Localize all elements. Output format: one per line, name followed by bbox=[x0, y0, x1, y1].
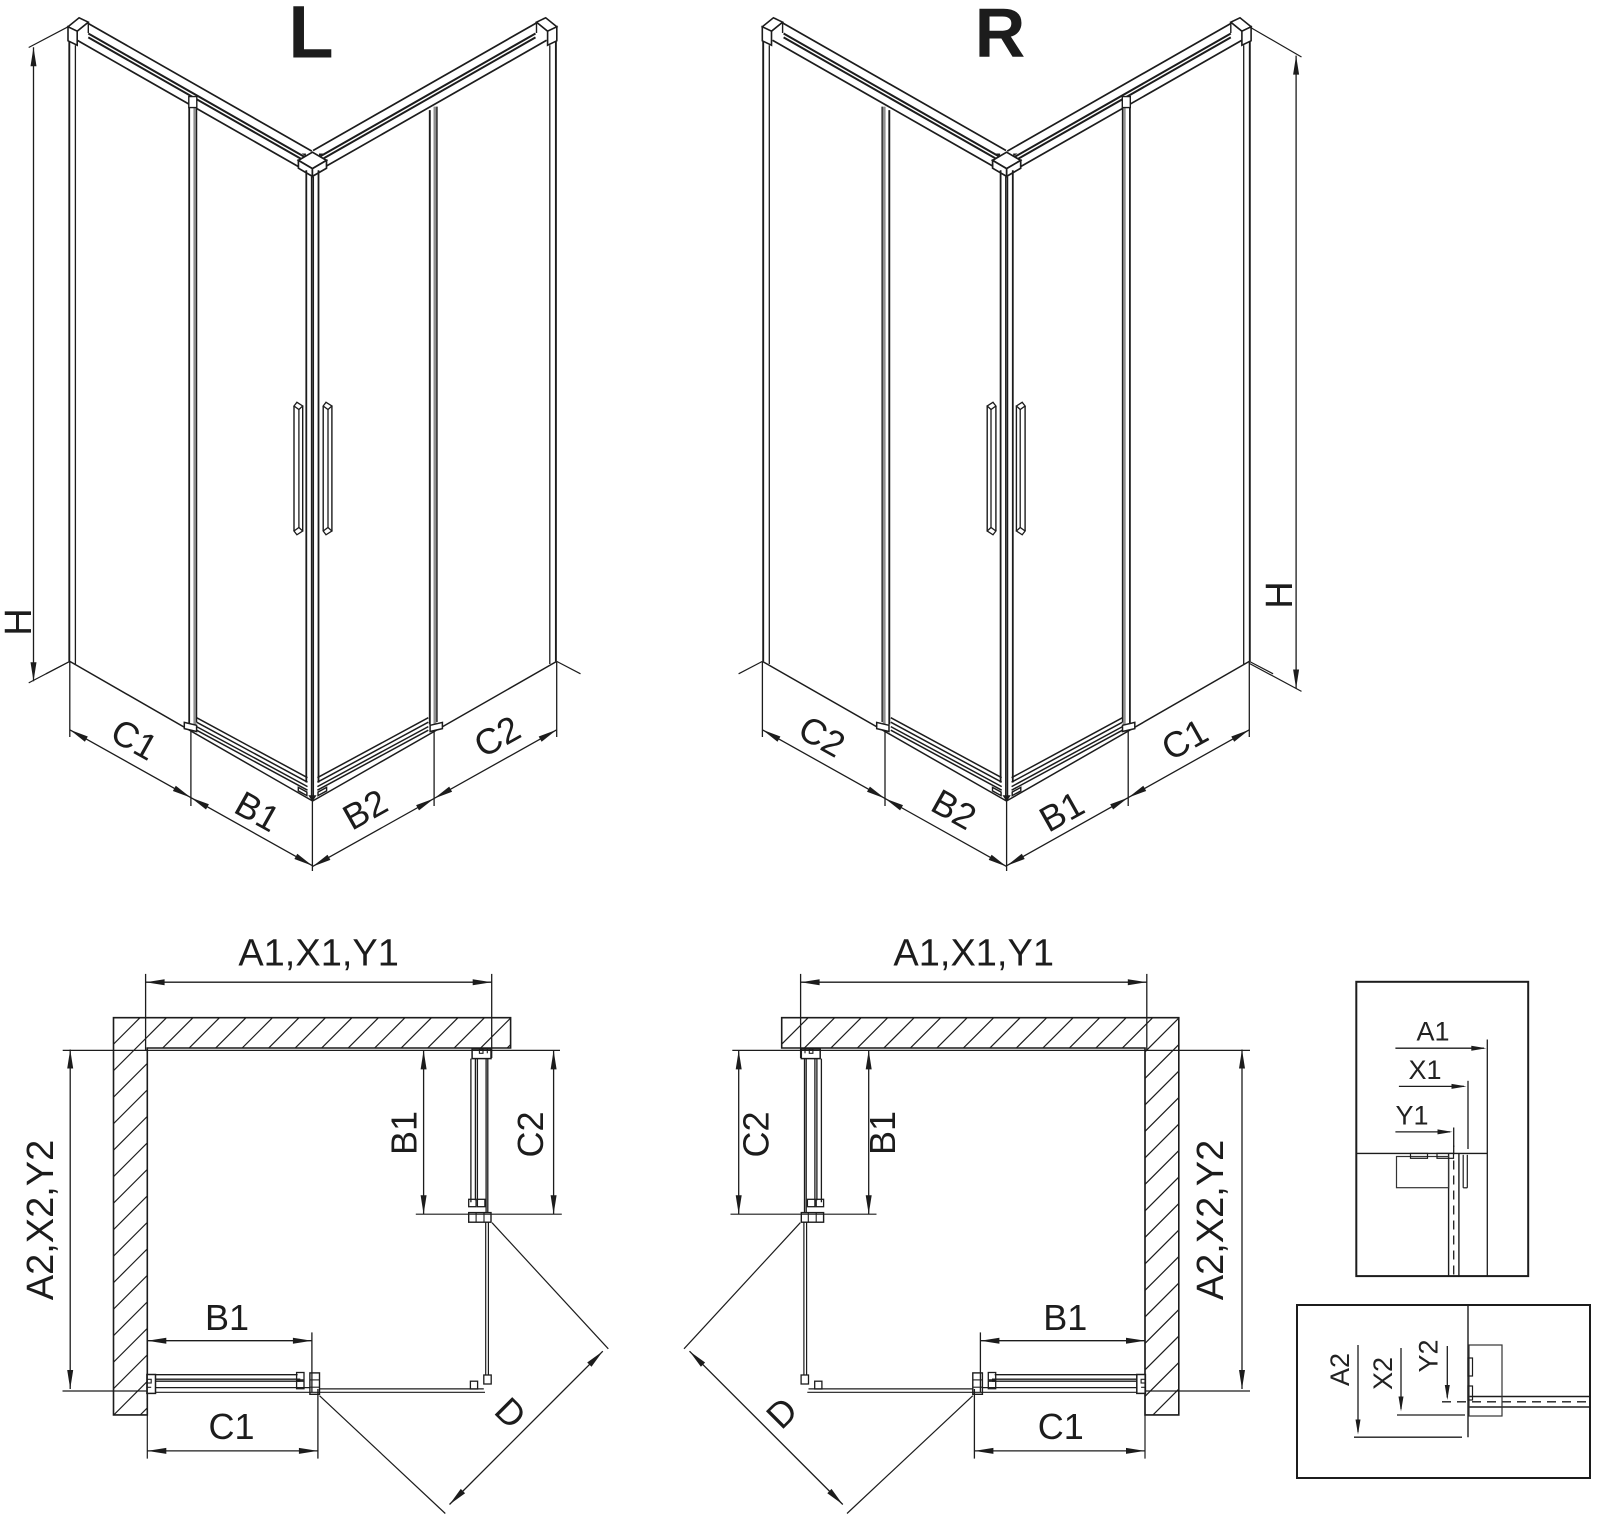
svg-text:A2,X2,Y2: A2,X2,Y2 bbox=[20, 1140, 62, 1301]
svg-text:A1,X1,Y1: A1,X1,Y1 bbox=[893, 933, 1054, 975]
svg-text:C2: C2 bbox=[510, 1111, 551, 1157]
svg-text:L: L bbox=[288, 0, 333, 74]
svg-text:H: H bbox=[0, 608, 40, 635]
svg-text:B1: B1 bbox=[1043, 1297, 1087, 1338]
svg-text:A1: A1 bbox=[1416, 1017, 1449, 1047]
svg-text:Y2: Y2 bbox=[1414, 1339, 1444, 1372]
svg-text:H: H bbox=[1259, 581, 1301, 608]
svg-text:Y1: Y1 bbox=[1395, 1101, 1428, 1131]
svg-text:C2: C2 bbox=[735, 1111, 776, 1157]
svg-text:B1: B1 bbox=[205, 1297, 249, 1338]
svg-text:A2,X2,Y2: A2,X2,Y2 bbox=[1190, 1140, 1232, 1301]
svg-text:C1: C1 bbox=[208, 1406, 254, 1447]
svg-text:C1: C1 bbox=[1038, 1406, 1084, 1447]
svg-text:A2: A2 bbox=[1325, 1353, 1355, 1386]
svg-text:X1: X1 bbox=[1408, 1055, 1441, 1085]
svg-text:A1,X1,Y1: A1,X1,Y1 bbox=[238, 933, 399, 975]
svg-text:X2: X2 bbox=[1368, 1357, 1398, 1390]
svg-text:B1: B1 bbox=[862, 1111, 903, 1155]
svg-text:B1: B1 bbox=[384, 1111, 425, 1155]
svg-text:R: R bbox=[975, 0, 1026, 71]
